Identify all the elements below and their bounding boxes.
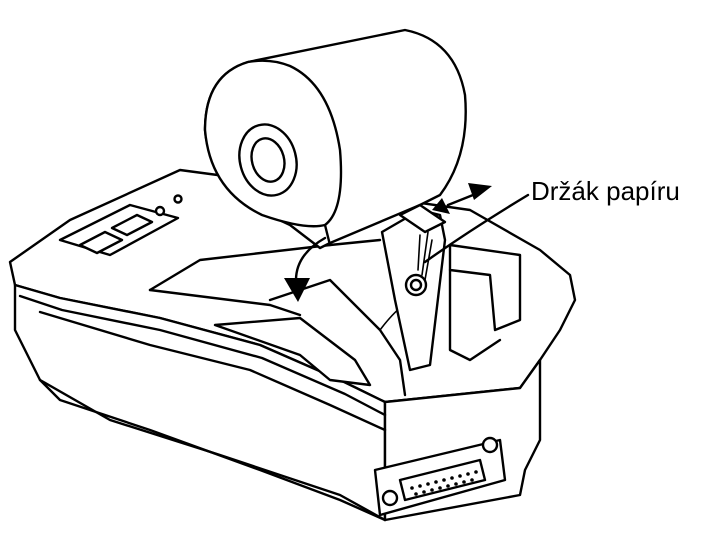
control-panel: [58, 194, 183, 257]
arrow-double-horizontal-icon: [432, 183, 492, 214]
paper-holder: [380, 203, 522, 372]
paper-roll: [203, 28, 467, 250]
interface-connector: [373, 436, 507, 517]
paper-holder-label: Držák papíru: [531, 176, 680, 206]
paper-compartment: [148, 238, 411, 397]
label-leader-line: [423, 193, 530, 264]
arrow-curved-down-icon: [284, 236, 327, 302]
